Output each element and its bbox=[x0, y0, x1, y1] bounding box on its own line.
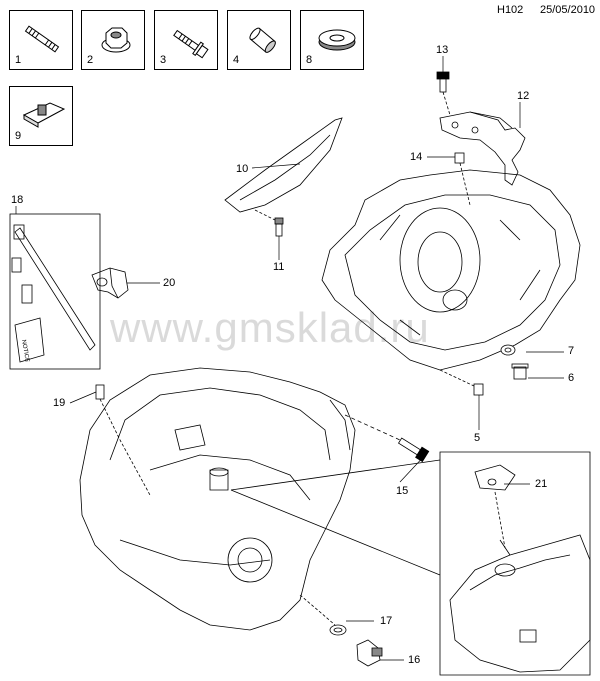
callout-11: 11 bbox=[273, 261, 285, 273]
flange-bolt-icon bbox=[173, 29, 209, 59]
callout-10: 10 bbox=[236, 163, 249, 175]
tile-part-8[interactable]: 8 bbox=[300, 10, 364, 70]
callout-21: 21 bbox=[535, 478, 548, 490]
bolt-15-drawing bbox=[344, 414, 430, 463]
leader-lines bbox=[15, 56, 564, 661]
callout-7: 7 bbox=[568, 345, 575, 357]
bracket-drawing bbox=[436, 71, 526, 206]
tile-number: 1 bbox=[15, 54, 22, 66]
clutch-housing-drawing bbox=[321, 169, 581, 371]
dipstick-kit-box bbox=[9, 213, 101, 370]
callout-17: 17 bbox=[380, 615, 393, 627]
tile-number: 8 bbox=[306, 54, 313, 66]
stud-bolt-icon bbox=[24, 25, 60, 53]
tile-part-9[interactable]: 9 bbox=[9, 86, 73, 146]
callout-18: 18 bbox=[11, 194, 24, 206]
kit-card-label: NOTICE bbox=[20, 339, 30, 362]
tile-part-4[interactable]: 4 bbox=[227, 10, 291, 70]
tile-part-2[interactable]: 2 bbox=[81, 10, 145, 70]
callout-19: 19 bbox=[53, 397, 66, 409]
tile-part-1[interactable]: 1 bbox=[9, 10, 73, 70]
sensor-drawing bbox=[329, 624, 383, 667]
dipstick-tube-drawing bbox=[95, 384, 151, 496]
clip-20-drawing bbox=[91, 267, 129, 299]
plugs-drawing bbox=[439, 344, 529, 396]
tile-number: 9 bbox=[15, 130, 22, 142]
dowel-sleeve-icon bbox=[249, 27, 276, 53]
bolt-11-drawing bbox=[274, 217, 284, 237]
washer-icon bbox=[318, 29, 356, 51]
cover-plate-drawing bbox=[224, 117, 343, 221]
tile-number: 3 bbox=[160, 54, 167, 66]
watermark: www.gmsklad.ru bbox=[110, 304, 430, 351]
callout-16: 16 bbox=[408, 654, 421, 666]
diagram-code: H102 bbox=[497, 4, 524, 16]
tile-number: 2 bbox=[87, 54, 94, 66]
gearbox-body-drawing bbox=[79, 367, 356, 631]
callout-12: 12 bbox=[517, 90, 530, 102]
tile-part-3[interactable]: 3 bbox=[154, 10, 218, 70]
callout-6: 6 bbox=[568, 372, 575, 384]
callout-5: 5 bbox=[474, 432, 481, 444]
tile-number: 4 bbox=[233, 54, 240, 66]
callout-20: 20 bbox=[163, 277, 176, 289]
diagram-date: 25/05/2010 bbox=[540, 4, 596, 16]
callout-14: 14 bbox=[410, 151, 423, 163]
flange-nut-icon bbox=[101, 27, 131, 53]
callout-13: 13 bbox=[436, 44, 449, 56]
callout-15: 15 bbox=[396, 485, 409, 497]
clip-nut-icon bbox=[22, 102, 66, 128]
